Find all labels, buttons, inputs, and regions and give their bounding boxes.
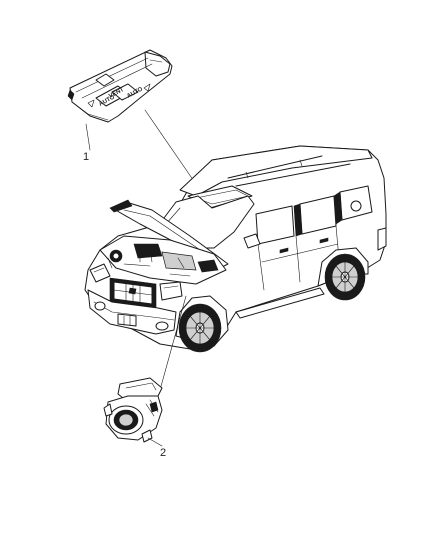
vehicle-illustration	[84, 145, 387, 353]
leader-line-2	[159, 295, 187, 391]
down-arrow-icon	[87, 99, 95, 108]
sensor-part-2	[103, 377, 163, 443]
callout-2-label: 2	[160, 447, 166, 459]
up-arrow-icon	[143, 83, 151, 92]
sunroof-switch-part-1: AUTO VENT AUTO	[67, 49, 173, 123]
callout-1: 1	[83, 123, 91, 163]
leader-line-1	[144, 109, 201, 191]
callout-1-label: 1	[83, 151, 89, 163]
callout-2: 2	[147, 437, 166, 459]
